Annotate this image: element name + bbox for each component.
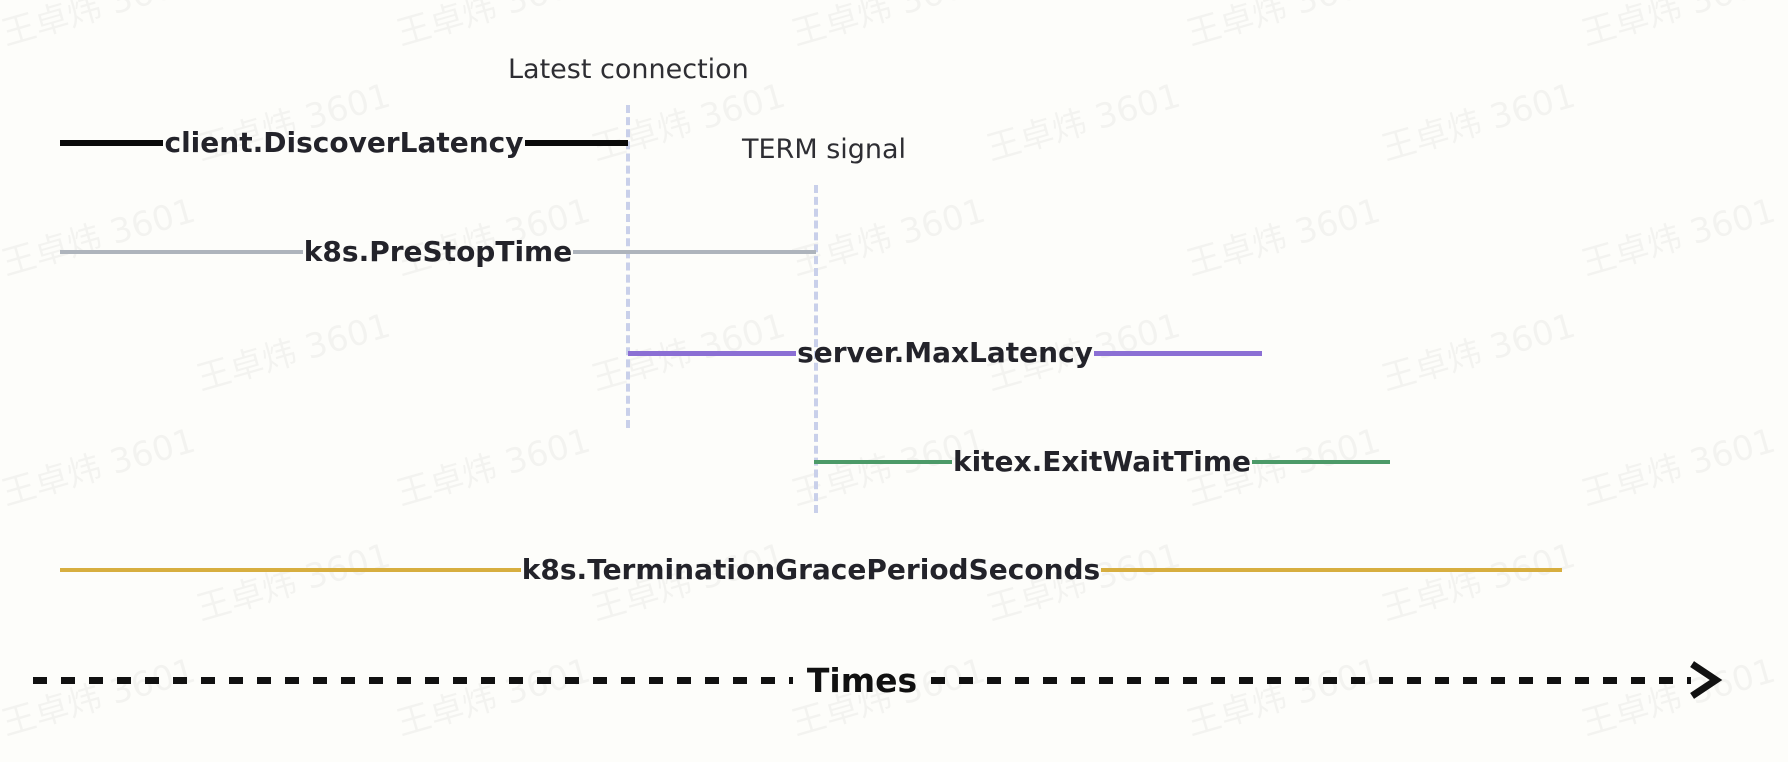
marker-label-latest-connection: Latest connection — [508, 54, 749, 85]
timeline-segment-right-kitex-exit-wait-time — [1252, 460, 1390, 464]
watermark-text: 王卓炜 3601 — [390, 0, 595, 55]
watermark-text: 王卓炜 3601 — [1180, 0, 1385, 55]
timeline-row-k8s-termination-grace-period-seconds: k8s.TerminationGracePeriodSeconds — [60, 550, 1563, 590]
times-axis-label: Times — [806, 660, 918, 700]
times-axis-dotted-line-right — [931, 676, 1692, 684]
watermark-text: 王卓炜 3601 — [1575, 413, 1780, 515]
timeline-label-k8s-termination-grace-period-seconds: k8s.TerminationGracePeriodSeconds — [521, 553, 1101, 586]
timeline-segment-left-kitex-exit-wait-time — [814, 460, 952, 464]
marker-line-latest-connection — [626, 105, 630, 428]
timeline-segment-right-k8s-termination-grace-period-seconds — [1101, 568, 1563, 572]
watermark-text: 王卓炜 3601 — [1375, 298, 1580, 400]
timeline-label-client-discover-latency: client.DiscoverLatency — [164, 126, 524, 159]
timeline-segment-left-k8s-termination-grace-period-seconds — [60, 568, 521, 572]
timeline-label-kitex-exit-wait-time: kitex.ExitWaitTime — [952, 445, 1252, 478]
right-arrow-icon — [1690, 661, 1723, 699]
timeline-segment-right-k8s-prestop-time — [573, 250, 817, 254]
watermark-text: 王卓炜 3601 — [1575, 183, 1780, 285]
watermark-text: 王卓炜 3601 — [980, 68, 1185, 170]
timeline-row-client-discover-latency: client.DiscoverLatency — [60, 123, 628, 163]
watermark-text: 王卓炜 3601 — [190, 298, 395, 400]
watermark-text: 王卓炜 3601 — [1180, 183, 1385, 285]
watermark-text: 王卓炜 3601 — [0, 413, 200, 515]
timeline-segment-left-client-discover-latency — [60, 140, 164, 146]
timeline-row-k8s-prestop-time: k8s.PreStopTime — [60, 232, 817, 272]
timeline-row-server-max-latency: server.MaxLatency — [628, 333, 1262, 373]
watermark-text: 王卓炜 3601 — [785, 0, 990, 55]
watermark-text: 王卓炜 3601 — [1575, 0, 1780, 55]
timeline-label-server-max-latency: server.MaxLatency — [797, 336, 1093, 369]
timeline-segment-left-k8s-prestop-time — [60, 250, 303, 254]
watermark-text: 王卓炜 3601 — [1375, 68, 1580, 170]
marker-line-term-signal — [814, 185, 818, 513]
watermark-text: 王卓炜 3601 — [0, 0, 200, 55]
marker-label-term-signal: TERM signal — [742, 134, 907, 165]
times-axis: Times — [33, 658, 1723, 702]
timeline-segment-right-server-max-latency — [1093, 350, 1262, 356]
times-axis-dotted-line-left — [33, 676, 793, 684]
timeline-row-kitex-exit-wait-time: kitex.ExitWaitTime — [814, 442, 1390, 482]
timeline-label-k8s-prestop-time: k8s.PreStopTime — [303, 235, 573, 268]
timeline-segment-right-client-discover-latency — [524, 140, 628, 146]
timeline-segment-left-server-max-latency — [628, 350, 797, 356]
watermark-text: 王卓炜 3601 — [390, 413, 595, 515]
